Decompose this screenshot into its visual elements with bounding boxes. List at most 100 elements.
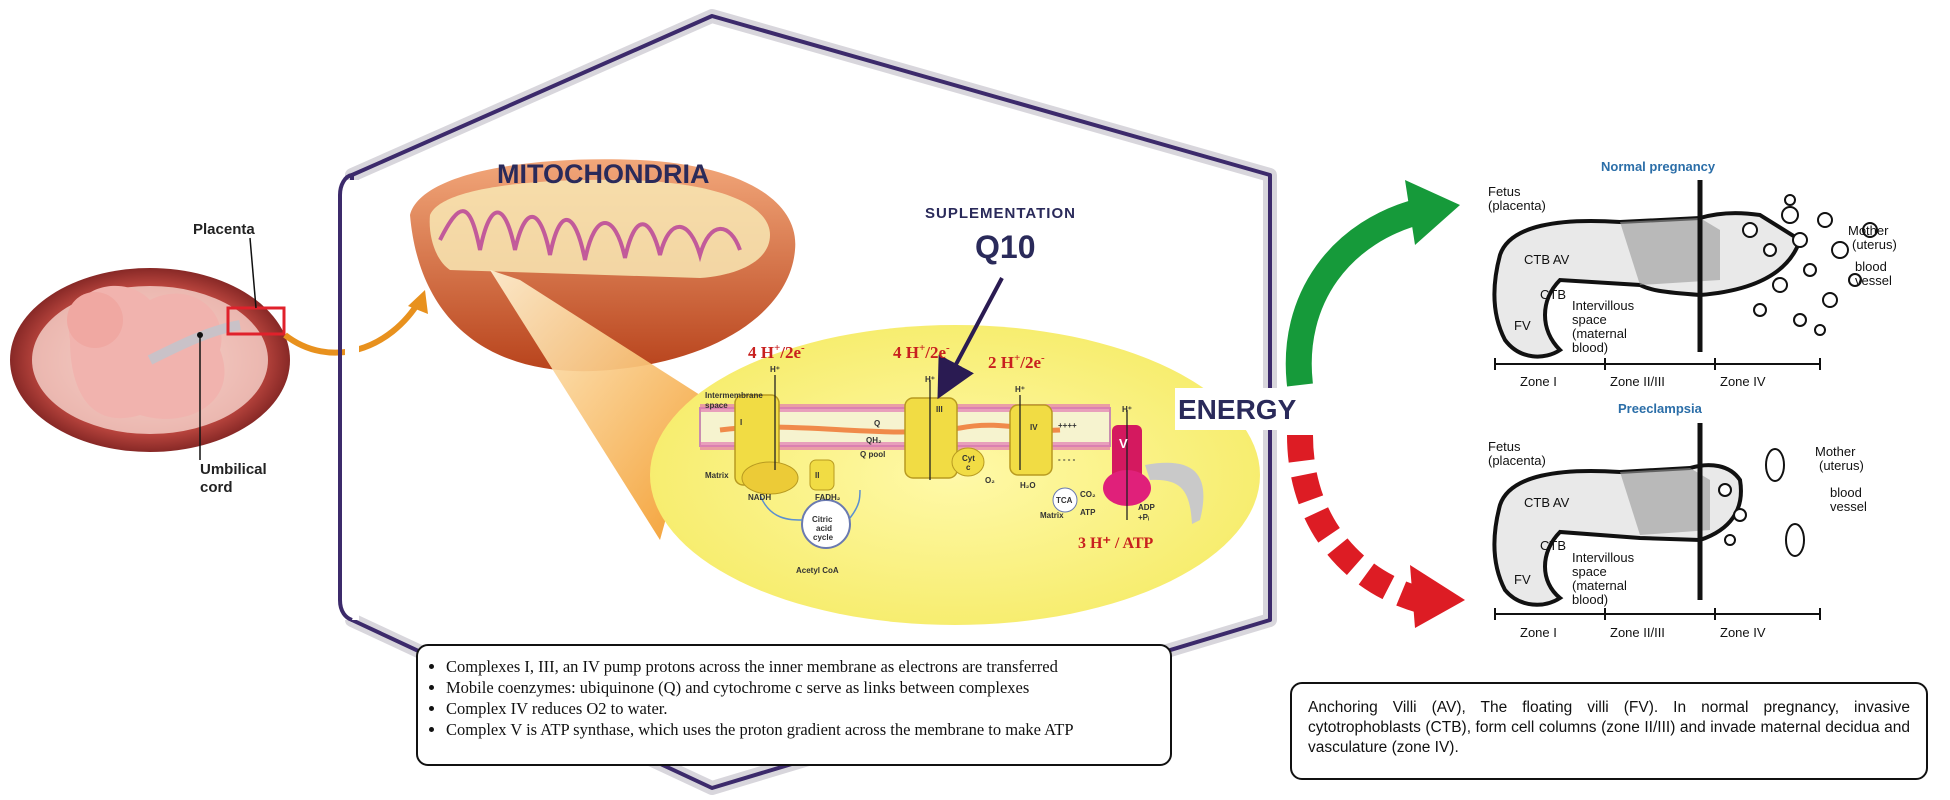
pre-blood-2: vessel bbox=[1830, 499, 1867, 514]
normal-fetus-2: (placenta) bbox=[1488, 198, 1546, 213]
normal-labels: Fetus (placenta) Mother (uterus) blood v… bbox=[1488, 184, 1897, 389]
pre-zone-1: Zone I bbox=[1520, 625, 1557, 640]
protons-complex-i: 4 H+/2e- bbox=[748, 342, 805, 362]
complex-ii-label: II bbox=[815, 471, 819, 480]
normal-mother-2: (uterus) bbox=[1852, 237, 1897, 252]
placenta-pointer bbox=[249, 237, 257, 309]
pre-iv-3: (maternal bbox=[1572, 578, 1627, 593]
pre-fetus-2: (placenta) bbox=[1488, 453, 1546, 468]
pi-label: +Pᵢ bbox=[1138, 513, 1149, 522]
cord-label-1: Umbilical bbox=[200, 461, 267, 478]
pre-mother-1: Mother bbox=[1815, 444, 1856, 459]
normal-ctb: CTB bbox=[1540, 287, 1566, 302]
pre-ctb: CTB bbox=[1540, 538, 1566, 553]
tca-label: TCA bbox=[1056, 496, 1073, 505]
energy-label: ENERGY bbox=[1178, 394, 1297, 425]
co2-label: CO₂ bbox=[1080, 490, 1096, 499]
complex-iv-label: IV bbox=[1030, 423, 1038, 432]
hplus-c5: H⁺ bbox=[1122, 405, 1132, 414]
tca-circle bbox=[1052, 487, 1078, 513]
etc-notes-box: Complexes I, III, an IV pump protons acr… bbox=[416, 644, 1172, 766]
o2-label: O₂ bbox=[985, 476, 995, 485]
complex-i bbox=[734, 394, 799, 495]
normal-iv-3: (maternal bbox=[1572, 326, 1627, 341]
mitochondria-title: MITOCHONDRIA bbox=[497, 159, 710, 189]
matrix-label-left: Matrix bbox=[705, 471, 729, 480]
h2o-label: H₂O bbox=[1020, 481, 1036, 490]
uterus-illustration bbox=[10, 268, 290, 452]
matrix-label-right: Matrix bbox=[1040, 511, 1064, 520]
normal-ctb-av: CTB AV bbox=[1524, 252, 1570, 267]
normal-mother-1: Mother bbox=[1848, 223, 1889, 238]
preeclampsia-title: Preeclampsia bbox=[1618, 401, 1703, 416]
atp-ratio: 3 H⁺ / ATP bbox=[1078, 535, 1153, 552]
supplement-label: SUPLEMENTATION bbox=[925, 205, 1076, 222]
qh2-label: QH₂ bbox=[866, 436, 882, 445]
placenta-caption: Anchoring Villi (AV), The floating villi… bbox=[1308, 699, 1910, 756]
q10-label: Q10 bbox=[975, 229, 1035, 265]
green-arrow bbox=[1285, 197, 1429, 387]
placenta-caption-box: Anchoring Villi (AV), The floating villi… bbox=[1290, 682, 1928, 780]
note-item: Complex IV reduces O2 to water. bbox=[446, 698, 1156, 719]
citric-acid-cycle-circle bbox=[801, 499, 851, 549]
complex-v-label: V bbox=[1119, 436, 1128, 451]
citric-label-1: Citric bbox=[812, 515, 833, 524]
atp-label: ATP bbox=[1080, 508, 1096, 517]
note-item: Complex V is ATP synthase, which uses th… bbox=[446, 719, 1156, 740]
hplus-c4: H⁺ bbox=[1015, 385, 1025, 394]
complex-ii bbox=[809, 459, 835, 491]
citric-label-2: acid bbox=[816, 524, 832, 533]
preeclampsia-labels: Fetus (placenta) Mother (uterus) blood v… bbox=[1488, 439, 1867, 640]
normal-zone-4: Zone IV bbox=[1720, 374, 1766, 389]
normal-iv-1: Intervillous bbox=[1572, 298, 1635, 313]
pre-iv-1: Intervillous bbox=[1572, 550, 1635, 565]
cytc-label-1: Cyt bbox=[962, 454, 975, 463]
normal-pregnancy-panel: Normal pregnancy bbox=[1492, 159, 1878, 370]
fadh-label: FADH₂ bbox=[815, 493, 841, 502]
note-item: Complexes I, III, an IV pump protons acr… bbox=[446, 656, 1156, 677]
pre-zone-23: Zone II/III bbox=[1610, 625, 1665, 640]
acetyl-coa-label: Acetyl CoA bbox=[796, 566, 839, 575]
hplus-c3: H⁺ bbox=[925, 375, 935, 384]
cytochrome-c bbox=[951, 447, 985, 477]
normal-fetus-1: Fetus bbox=[1488, 184, 1521, 199]
preeclampsia-panel: Preeclampsia bbox=[1492, 401, 1821, 620]
cord-label-2: cord bbox=[200, 479, 233, 496]
minus-charges: - - - - bbox=[1058, 455, 1076, 464]
normal-iv-4: blood) bbox=[1572, 340, 1608, 355]
q-label: Q bbox=[874, 419, 880, 428]
normal-zone-1: Zone I bbox=[1520, 374, 1557, 389]
nadh-label: NADH bbox=[748, 493, 771, 502]
pre-iv-4: blood) bbox=[1572, 592, 1608, 607]
intermembrane-label: Intermembrane bbox=[705, 391, 763, 400]
pre-blood-1: blood bbox=[1830, 485, 1862, 500]
citric-label-3: cycle bbox=[813, 533, 834, 542]
pre-zone-4: Zone IV bbox=[1720, 625, 1766, 640]
complex-i-label: I bbox=[740, 418, 742, 427]
complex-iii bbox=[904, 397, 958, 479]
normal-zone-23: Zone II/III bbox=[1610, 374, 1665, 389]
pre-ctb-av: CTB AV bbox=[1524, 495, 1570, 510]
note-item: Mobile coenzymes: ubiquinone (Q) and cyt… bbox=[446, 677, 1156, 698]
adp-label: ADP bbox=[1138, 503, 1156, 512]
normal-blood-2: vessel bbox=[1855, 273, 1892, 288]
cytc-label-2: c bbox=[966, 463, 971, 472]
zoom-beam bbox=[490, 270, 700, 540]
complex-iii-label: III bbox=[936, 405, 943, 414]
protons-complex-iii: 4 H+/2e- bbox=[893, 342, 950, 362]
normal-fv: FV bbox=[1514, 318, 1531, 333]
plus-charges: ++++ bbox=[1058, 421, 1077, 430]
hplus-c1: H⁺ bbox=[770, 365, 780, 374]
pre-fv: FV bbox=[1514, 572, 1531, 587]
normal-title: Normal pregnancy bbox=[1601, 159, 1716, 174]
placenta-label: Placenta bbox=[193, 221, 255, 238]
etc-small-labels: Intermembrane space Matrix NADH FADH₂ Q … bbox=[705, 365, 1156, 575]
pre-fetus-1: Fetus bbox=[1488, 439, 1521, 454]
qpool-label: Q pool bbox=[860, 450, 885, 459]
normal-iv-2: space bbox=[1572, 312, 1607, 327]
protons-complex-iv: 2 H+/2e- bbox=[988, 352, 1045, 372]
mitochondrion-illustration bbox=[410, 159, 796, 372]
normal-blood-1: blood bbox=[1855, 259, 1887, 274]
q10-arrow bbox=[937, 277, 1004, 400]
